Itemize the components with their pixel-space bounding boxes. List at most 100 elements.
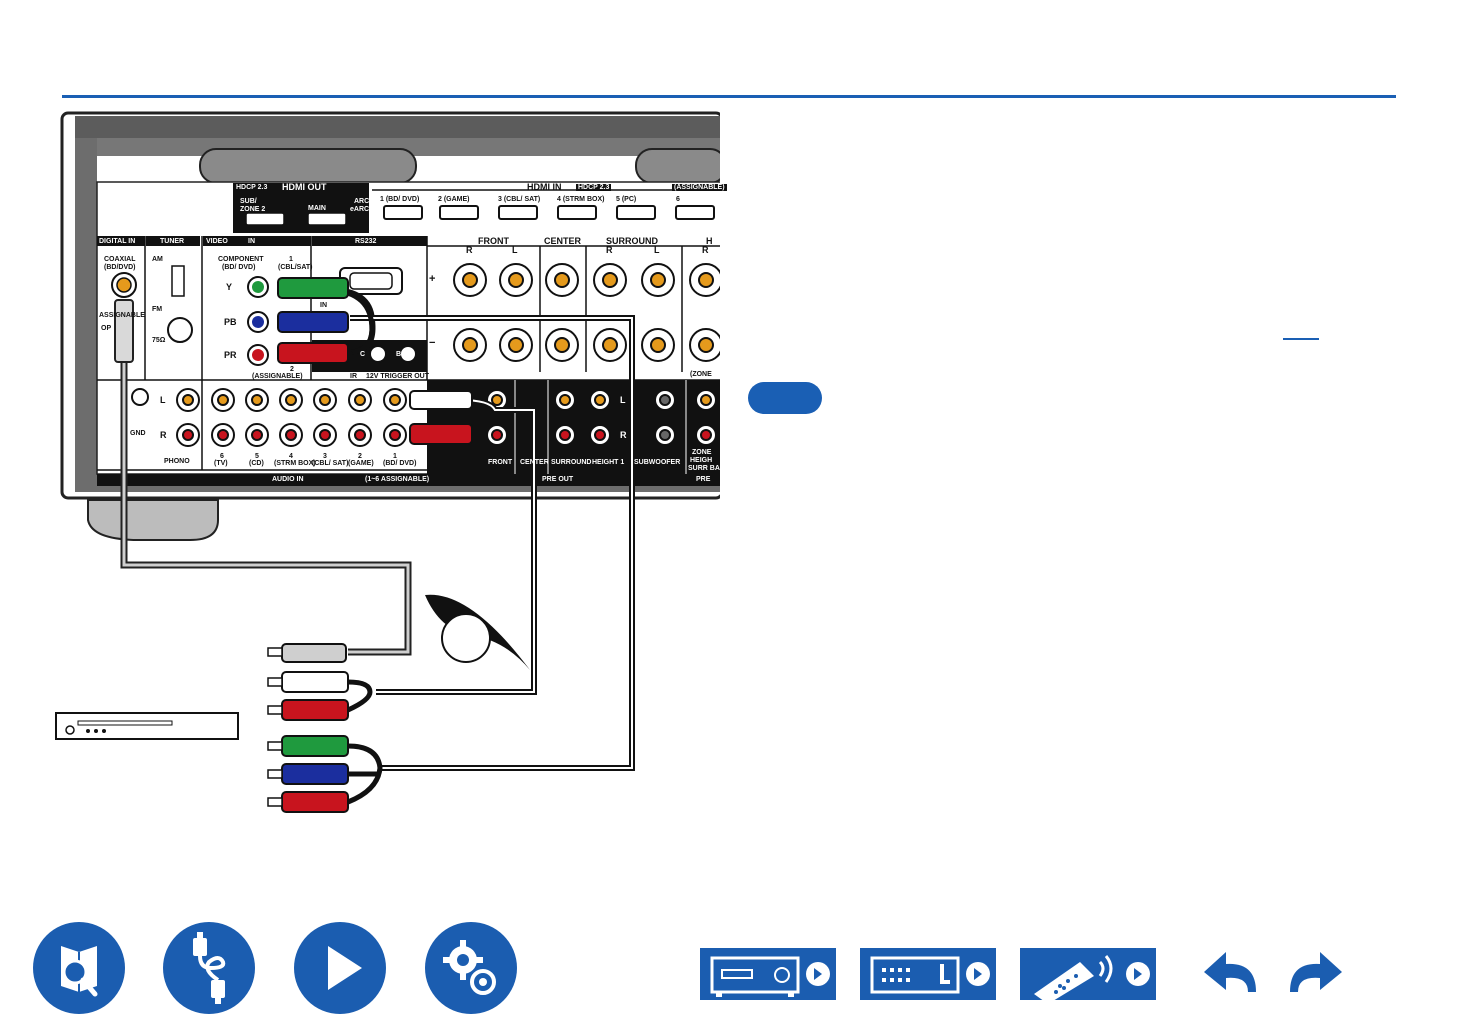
digital-in-title: DIGITAL IN (99, 238, 136, 245)
forward-button[interactable] (1276, 948, 1346, 1004)
connection-diagram: HDCP 2.3 HDMI OUT SUB/ ZONE 2 MAIN ARC e… (0, 0, 727, 880)
pre-out-surround: SURROUND (551, 459, 592, 466)
remote-control-icon (1034, 955, 1150, 1000)
phono-label: PHONO (164, 458, 190, 465)
header-rule (62, 95, 1396, 98)
hdmi-out-arc: ARC (354, 198, 370, 205)
trigger-b-label: B (396, 351, 402, 358)
hdmi-in-port-1: 1 (BD/ DVD) (380, 196, 420, 203)
audio-in-port-6: 6 (220, 453, 224, 460)
tuner-title: TUNER (160, 238, 185, 245)
pre-out-zone: (ZONE (690, 371, 712, 378)
rear-panel-icon (870, 956, 990, 994)
speaker-front-l: L (512, 245, 518, 255)
video-pr-label: PR (224, 350, 237, 360)
pre-out-title: PRE OUT (542, 476, 574, 483)
video-port2: 2 (290, 366, 294, 373)
trigger-label: 12V TRIGGER OUT (366, 373, 430, 380)
hdmi-out-sub-zone-line1: SUB/ (240, 198, 257, 205)
settings-button[interactable] (425, 922, 517, 1014)
speaker-front: FRONT (478, 236, 509, 246)
video-in-title: VIDEO (206, 238, 228, 245)
digital-in-optical: OP (101, 325, 112, 332)
back-button[interactable] (1200, 948, 1270, 1004)
remote-control-button[interactable] (1020, 948, 1156, 1000)
video-y-label: Y (226, 282, 233, 292)
gnd-label: GND (130, 430, 146, 437)
rs232-title: RS232 (355, 238, 377, 245)
speaker-surround: SURROUND (606, 236, 659, 246)
connections-button[interactable] (163, 922, 255, 1014)
digital-in-assignable: ASSIGNABLE (99, 312, 145, 319)
pre-out-title-2: PRE (696, 476, 711, 483)
front-panel-icon (710, 956, 830, 997)
video-component-source: (BD/ DVD) (222, 264, 256, 271)
manual-search-button[interactable] (33, 922, 125, 1014)
hdmi-in-title: HDMI IN (527, 182, 562, 192)
audio-in-title: AUDIO IN (272, 476, 304, 483)
audio-in-port-4-src: (STRM BOX) (274, 460, 316, 467)
video-in-in: IN (248, 238, 255, 245)
video-port1: 1 (289, 256, 293, 263)
back-arrow-icon (1204, 952, 1256, 992)
video-port1-source: (CBL/SAT) (278, 264, 313, 271)
audio-in-port-2-src: (GAME) (348, 460, 374, 467)
pre-out-surr-back: SURR BA (688, 465, 720, 472)
pre-out-height: HEIGH (690, 457, 713, 464)
rear-panel-button[interactable] (860, 948, 996, 1000)
tuner-am: AM (152, 256, 163, 263)
hdmi-out-sub-zone-line2: ZONE 2 (240, 206, 266, 213)
speaker-height-r: R (702, 245, 709, 255)
audio-in-port-4: 4 (289, 453, 293, 460)
settings-gears-icon (443, 940, 496, 995)
front-panel-button[interactable] (700, 948, 836, 1000)
speaker-height: H (706, 236, 713, 246)
pre-out-zone2: ZONE (692, 449, 712, 456)
video-component-label: COMPONENT (218, 256, 264, 263)
pre-out-l-label: L (620, 395, 626, 405)
audio-in-port-2: 2 (358, 453, 362, 460)
speaker-plus: + (429, 273, 436, 285)
speaker-surround-l: L (654, 245, 660, 255)
hdmi-in-port-3: 3 (CBL/ SAT) (498, 196, 541, 203)
hdmi-in-port-5: 5 (PC) (616, 196, 637, 203)
audio-in-port-5: 5 (255, 453, 259, 460)
pre-out-front: FRONT (488, 459, 513, 466)
note-badge (748, 382, 822, 414)
audio-in-port-3: 3 (323, 453, 327, 460)
hdmi-out-title: HDMI OUT (282, 182, 327, 192)
manual-search-icon (61, 946, 98, 997)
video-assignable: (ASSIGNABLE) (252, 373, 303, 380)
audio-in-port-3-src: (CBL/ SAT) (312, 460, 349, 467)
audio-in-port-1-src: (BD/ DVD) (383, 460, 417, 467)
hdmi-in-port-4: 4 (STRM BOX) (557, 196, 605, 203)
tuner-fm: FM (152, 306, 163, 313)
forward-arrow-icon (1290, 952, 1342, 992)
speaker-minus: − (429, 337, 436, 349)
ir-label: IR (350, 373, 357, 380)
audio-in-assignable: (1~6 ASSIGNABLE) (365, 476, 430, 483)
audio-in-port-1: 1 (393, 453, 397, 460)
video-pb-label: PB (224, 317, 237, 327)
hdmi-in-port-2: 2 (GAME) (438, 196, 470, 203)
audio-in-l-label: L (160, 395, 166, 405)
audio-in-port-5-src: (CD) (249, 460, 264, 467)
playback-button[interactable] (294, 922, 386, 1014)
ir-in-label: IN (320, 302, 327, 309)
hdmi-in-port-6: 6 (676, 196, 680, 203)
hdmi-out-main: MAIN (308, 205, 326, 212)
hdmi-out-hdcp-badge: HDCP 2.3 (236, 184, 268, 191)
digital-in-coaxial: COAXIAL (104, 256, 136, 263)
trigger-c-label: C (360, 351, 366, 358)
tuner-ohm: 75Ω (152, 337, 166, 344)
rear-panel-illustration (55, 111, 720, 813)
audio-in-port-6-src: (TV) (214, 460, 228, 467)
connection-cable-icon (193, 932, 226, 1004)
hdmi-in-hdcp-badge: HDCP 2.3 (576, 184, 612, 191)
pre-out-height1: HEIGHT 1 (592, 459, 625, 466)
hdmi-in-assignable: (ASSIGNABLE) (672, 184, 727, 191)
page-reference-link[interactable] (1283, 338, 1319, 340)
digital-in-source: (BD/DVD) (104, 264, 136, 271)
hdmi-out-earc: eARC (350, 206, 370, 213)
pre-out-r-label: R (620, 430, 627, 440)
